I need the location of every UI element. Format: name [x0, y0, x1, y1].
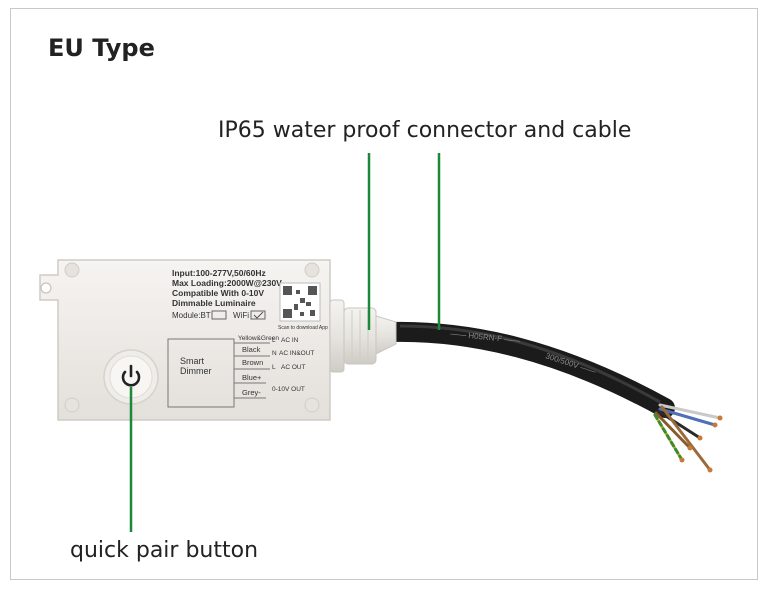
quick-pair-button [103, 349, 159, 405]
module-wifi-label: WiFi [233, 311, 249, 320]
cable-gland [329, 299, 397, 373]
wiring-diagram [167, 338, 270, 408]
qr-caption: Scan to download App [278, 325, 328, 331]
wire-function-5: 0-10V OUT [272, 386, 305, 393]
power-icon [121, 364, 141, 387]
wire-pin-2: N [272, 350, 277, 357]
wire-color-2: Black [242, 345, 261, 354]
wire-pin-3: L [272, 364, 276, 371]
spec-line-1: Input:100-277V,50/60Hz [172, 268, 266, 278]
wire-function-3: AC OUT [281, 364, 306, 371]
page-title: EU Type [48, 34, 155, 62]
qr-code [279, 282, 321, 322]
connector-callout: IP65 water proof connector and cable [218, 118, 632, 143]
box-label-line-1: Smart [180, 356, 205, 366]
cable [380, 321, 675, 418]
box-label-line-2: Dimmer [180, 366, 212, 376]
wire-color-3: Brown [242, 358, 263, 367]
wire-color-1: Yellow&Green [238, 335, 279, 342]
leader-lines [129, 153, 441, 532]
wire-color-4: Blue+ [242, 373, 262, 382]
button-callout: quick pair button [70, 538, 259, 563]
wire-function-2: AC IN&OUT [279, 350, 314, 357]
spec-line-3: Compatible With 0-10V [172, 288, 264, 298]
spec-line-2: Max Loading:2000W@230V [172, 278, 282, 288]
spec-line-4: Dimmable Luminaire [172, 298, 256, 308]
wire-function-1: AC IN [281, 337, 299, 344]
wire-ends [653, 403, 722, 472]
wire-pin-1: L [272, 337, 276, 344]
wire-color-5: Grey- [242, 388, 261, 397]
module-bt-label: Module:BT [172, 311, 211, 320]
